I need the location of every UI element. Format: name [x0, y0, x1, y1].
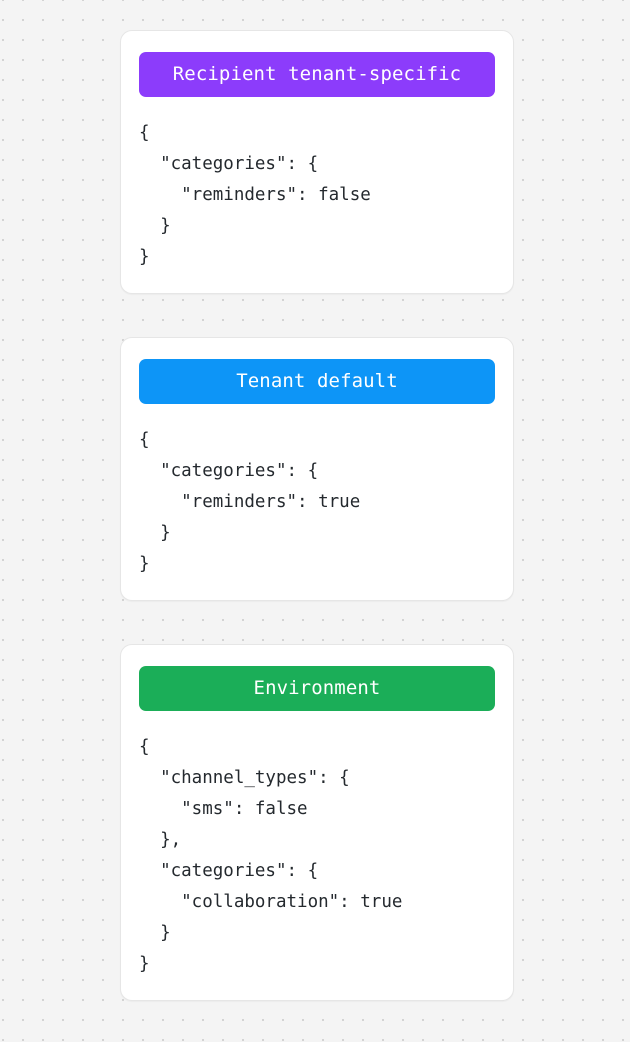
layer-card-environment: Environment { "channel_types": { "sms": …: [120, 644, 514, 1001]
layer-badge-recipient-tenant-specific: Recipient tenant-specific: [139, 52, 495, 97]
layer-badge-tenant-default: Tenant default: [139, 359, 495, 404]
layer-badge-environment: Environment: [139, 666, 495, 711]
layer-card-tenant-default: Tenant default { "categories": { "remind…: [120, 337, 514, 601]
layer-card-recipient-tenant-specific: Recipient tenant-specific { "categories"…: [120, 30, 514, 294]
layer-code-environment: { "channel_types": { "sms": false }, "ca…: [139, 737, 403, 974]
layer-code-recipient-tenant-specific: { "categories": { "reminders": false } }: [139, 123, 371, 267]
layer-code-tenant-default: { "categories": { "reminders": true } }: [139, 430, 361, 574]
